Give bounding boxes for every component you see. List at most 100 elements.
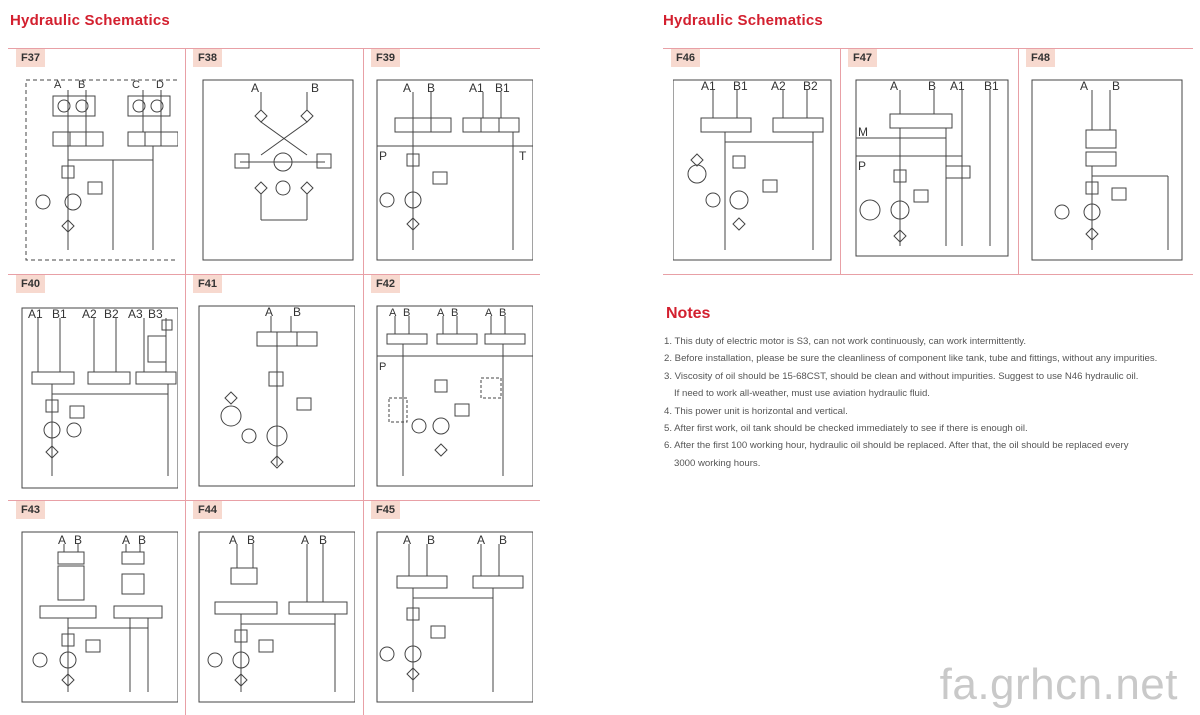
schematic-diagram: A B — [1031, 79, 1183, 261]
port-label: B2 — [803, 79, 818, 93]
port-label: A — [437, 307, 445, 319]
schematic-tag: F40 — [16, 275, 45, 293]
rule — [8, 274, 540, 275]
notes-title: Notes — [666, 305, 711, 322]
schematic-tag: F38 — [193, 49, 222, 67]
port-label: B1 — [733, 79, 748, 93]
port-label: A2 — [771, 79, 786, 93]
schematic-f45: F45 A B A B — [363, 500, 540, 715]
note-item: 4. This power unit is horizontal and ver… — [664, 405, 848, 417]
schematic-f42: F42 A B A B A B P — [363, 274, 540, 500]
port-label: B2 — [104, 307, 119, 321]
port-label: A — [389, 307, 397, 319]
port-label: B — [293, 305, 301, 319]
port-label: M — [858, 125, 868, 139]
note-item: 3000 working hours. — [674, 457, 761, 469]
schematic-tag: F46 — [671, 49, 700, 67]
schematic-diagram: A B A B — [21, 531, 178, 703]
port-label: A1 — [469, 81, 484, 95]
port-label: B — [451, 307, 458, 319]
schematic-tag: F42 — [371, 275, 400, 293]
rule — [663, 48, 1193, 49]
schematic-tag: F39 — [371, 49, 400, 67]
port-label: B — [138, 533, 146, 547]
schematic-f46: F46 A1 B1 A2 B2 — [663, 48, 840, 274]
port-label: A — [265, 305, 273, 319]
schematic-diagram: A B A1 B1 P T — [376, 79, 533, 261]
schematic-tag: F44 — [193, 501, 222, 519]
schematic-tag: F45 — [371, 501, 400, 519]
port-label: A — [58, 533, 66, 547]
port-label: P — [379, 149, 387, 163]
note-item: 5. After first work, oil tank should be … — [664, 423, 1028, 435]
port-label: P — [379, 361, 386, 373]
port-label: P — [858, 159, 866, 173]
schematic-tag: F37 — [16, 49, 45, 67]
schematic-diagram: A1 B1 A2 B2 A3 B3 — [21, 307, 178, 489]
port-label: A — [477, 533, 485, 547]
rule — [8, 48, 540, 49]
schematic-diagram: A1 B1 A2 B2 — [673, 79, 832, 261]
port-label: A — [890, 79, 898, 93]
schematic-tag: F48 — [1026, 49, 1055, 67]
port-label: B — [319, 533, 327, 547]
schematic-tag: F43 — [16, 501, 45, 519]
port-label: A — [485, 307, 493, 319]
schematic-diagram: A B — [198, 305, 355, 487]
schematic-f41: F41 A B — [185, 274, 363, 500]
port-label: B — [499, 533, 507, 547]
note-item: If need to work all-weather, must use av… — [674, 388, 930, 400]
note-item: 6. After the first 100 working hour, hyd… — [664, 440, 1129, 452]
schematic-tag: F47 — [848, 49, 877, 67]
port-label: B1 — [984, 79, 999, 93]
notes-list: 1. This duty of electric motor is S3, ca… — [664, 333, 1194, 472]
schematic-f47: F47 A B A1 B1 M P — [840, 48, 1018, 274]
port-label: B — [427, 81, 435, 95]
port-label: A — [403, 533, 411, 547]
port-label: B — [78, 79, 85, 91]
rule — [840, 48, 841, 274]
port-label: A1 — [28, 307, 43, 321]
port-label: A — [251, 81, 259, 95]
note-item: 1. This duty of electric motor is S3, ca… — [664, 336, 1027, 347]
port-label: A — [54, 79, 62, 91]
watermark: fa.grhcn.net — [939, 660, 1178, 709]
left-page-title: Hydraulic Schematics — [10, 12, 170, 29]
schematic-tag: F41 — [193, 275, 222, 293]
schematic-diagram: A B C D — [25, 79, 178, 261]
port-label: B — [74, 533, 82, 547]
schematic-f40: F40 A1 B1 A2 B2 A3 B3 — [8, 274, 185, 500]
port-label: C — [132, 79, 140, 91]
port-label: D — [156, 79, 164, 91]
port-label: B1 — [52, 307, 67, 321]
port-label: A — [229, 533, 237, 547]
port-label: A — [122, 533, 130, 547]
schematic-f43: F43 A B A B — [8, 500, 185, 715]
schematic-diagram: A B A B A B P — [376, 305, 533, 487]
port-label: B3 — [148, 307, 163, 321]
port-label: B — [1112, 79, 1120, 93]
schematic-f44: F44 A B A B — [185, 500, 363, 715]
port-label: A3 — [128, 307, 143, 321]
schematic-diagram: A B — [202, 79, 354, 261]
port-label: B — [403, 307, 410, 319]
schematic-f39: F39 A B A1 B1 P T — [363, 48, 540, 274]
port-label: A2 — [82, 307, 97, 321]
port-label: A1 — [701, 79, 716, 93]
port-label: B — [247, 533, 255, 547]
port-label: B — [928, 79, 936, 93]
right-page-title: Hydraulic Schematics — [663, 12, 823, 29]
rule — [8, 500, 540, 501]
port-label: A — [403, 81, 411, 95]
schematic-f37: F37 A B C D — [8, 48, 185, 274]
port-label: A1 — [950, 79, 965, 93]
schematic-f48: F48 A B — [1018, 48, 1193, 274]
rule — [663, 274, 1193, 275]
note-item: 3. Viscosity of oil should be 15-68CST, … — [664, 370, 1139, 382]
schematic-f38: F38 A B — [185, 48, 363, 274]
port-label: T — [519, 149, 527, 163]
port-label: B — [499, 307, 506, 319]
port-label: B1 — [495, 81, 510, 95]
note-item: 2. Before installation, please be sure t… — [664, 353, 1158, 365]
port-label: B — [427, 533, 435, 547]
